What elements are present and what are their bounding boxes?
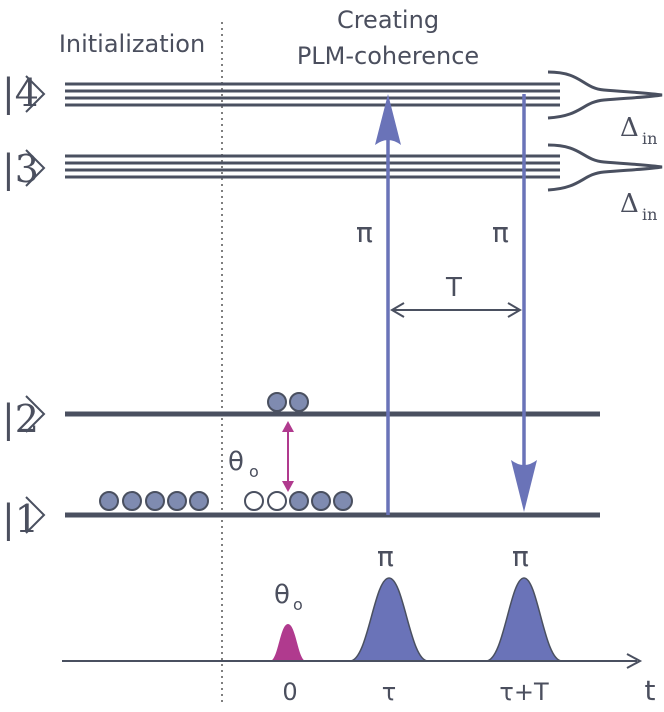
pulse-theta-label-sub: o bbox=[293, 595, 303, 614]
pi-down-label: π bbox=[492, 216, 509, 249]
header-initialization: Initialization bbox=[59, 30, 205, 58]
delta-in-label-3-sub: in bbox=[642, 205, 657, 224]
time-tick-tau: τ bbox=[382, 678, 396, 706]
time-axis-label: t bbox=[645, 674, 656, 707]
ket-angle-2 bbox=[25, 395, 46, 433]
time-tick-0: 0 bbox=[282, 678, 297, 706]
time-axis-arrowhead bbox=[626, 653, 643, 669]
pulse-pi-label-2: π bbox=[512, 540, 529, 573]
theta-arrowhead-down bbox=[282, 481, 294, 492]
interval-label: T bbox=[445, 273, 462, 303]
delta-in-label-4: Δ bbox=[620, 113, 639, 143]
header-plm-coherence: PLM-coherence bbox=[297, 42, 479, 70]
pi-down-arrowhead bbox=[511, 460, 537, 512]
time-tick-tau-plus-t: τ+T bbox=[499, 678, 549, 706]
inhomogeneous-profile-4 bbox=[547, 70, 663, 120]
ket-label-4: |4 bbox=[2, 71, 39, 115]
theta-pulse bbox=[270, 624, 306, 661]
init-atoms-level-1 bbox=[99, 491, 209, 511]
inhomogeneous-profile-3 bbox=[547, 143, 663, 192]
coherence-atoms-level-2 bbox=[267, 392, 309, 412]
pi-pulse-1 bbox=[349, 577, 429, 662]
interval-arrowhead-right bbox=[507, 302, 522, 318]
ket-label-3: |3 bbox=[2, 147, 39, 191]
theta-arrowhead-up bbox=[282, 421, 294, 432]
level-3-lines bbox=[65, 154, 560, 179]
pi-up-label: π bbox=[356, 216, 373, 249]
ket-angle-1 bbox=[25, 496, 46, 534]
header-creating: Creating bbox=[337, 6, 439, 34]
ket-angle-3 bbox=[25, 149, 46, 187]
ket-label-2: |2 bbox=[2, 397, 39, 441]
theta-transition-label-sub: o bbox=[249, 462, 259, 481]
level-4-lines bbox=[65, 82, 560, 107]
theta-transition-label: θ bbox=[228, 447, 244, 477]
pi-pulse-2 bbox=[485, 577, 563, 662]
pulse-pi-label-1: π bbox=[377, 540, 394, 573]
ket-angle-4 bbox=[25, 75, 46, 113]
delta-in-label-3: Δ bbox=[620, 189, 639, 219]
pulse-theta-label: θ bbox=[274, 580, 290, 610]
delta-in-label-4-sub: in bbox=[642, 129, 657, 148]
pi-up-arrowhead bbox=[375, 94, 401, 145]
coherence-atoms-level-1 bbox=[244, 491, 353, 511]
interval-arrowhead-left bbox=[390, 302, 405, 318]
